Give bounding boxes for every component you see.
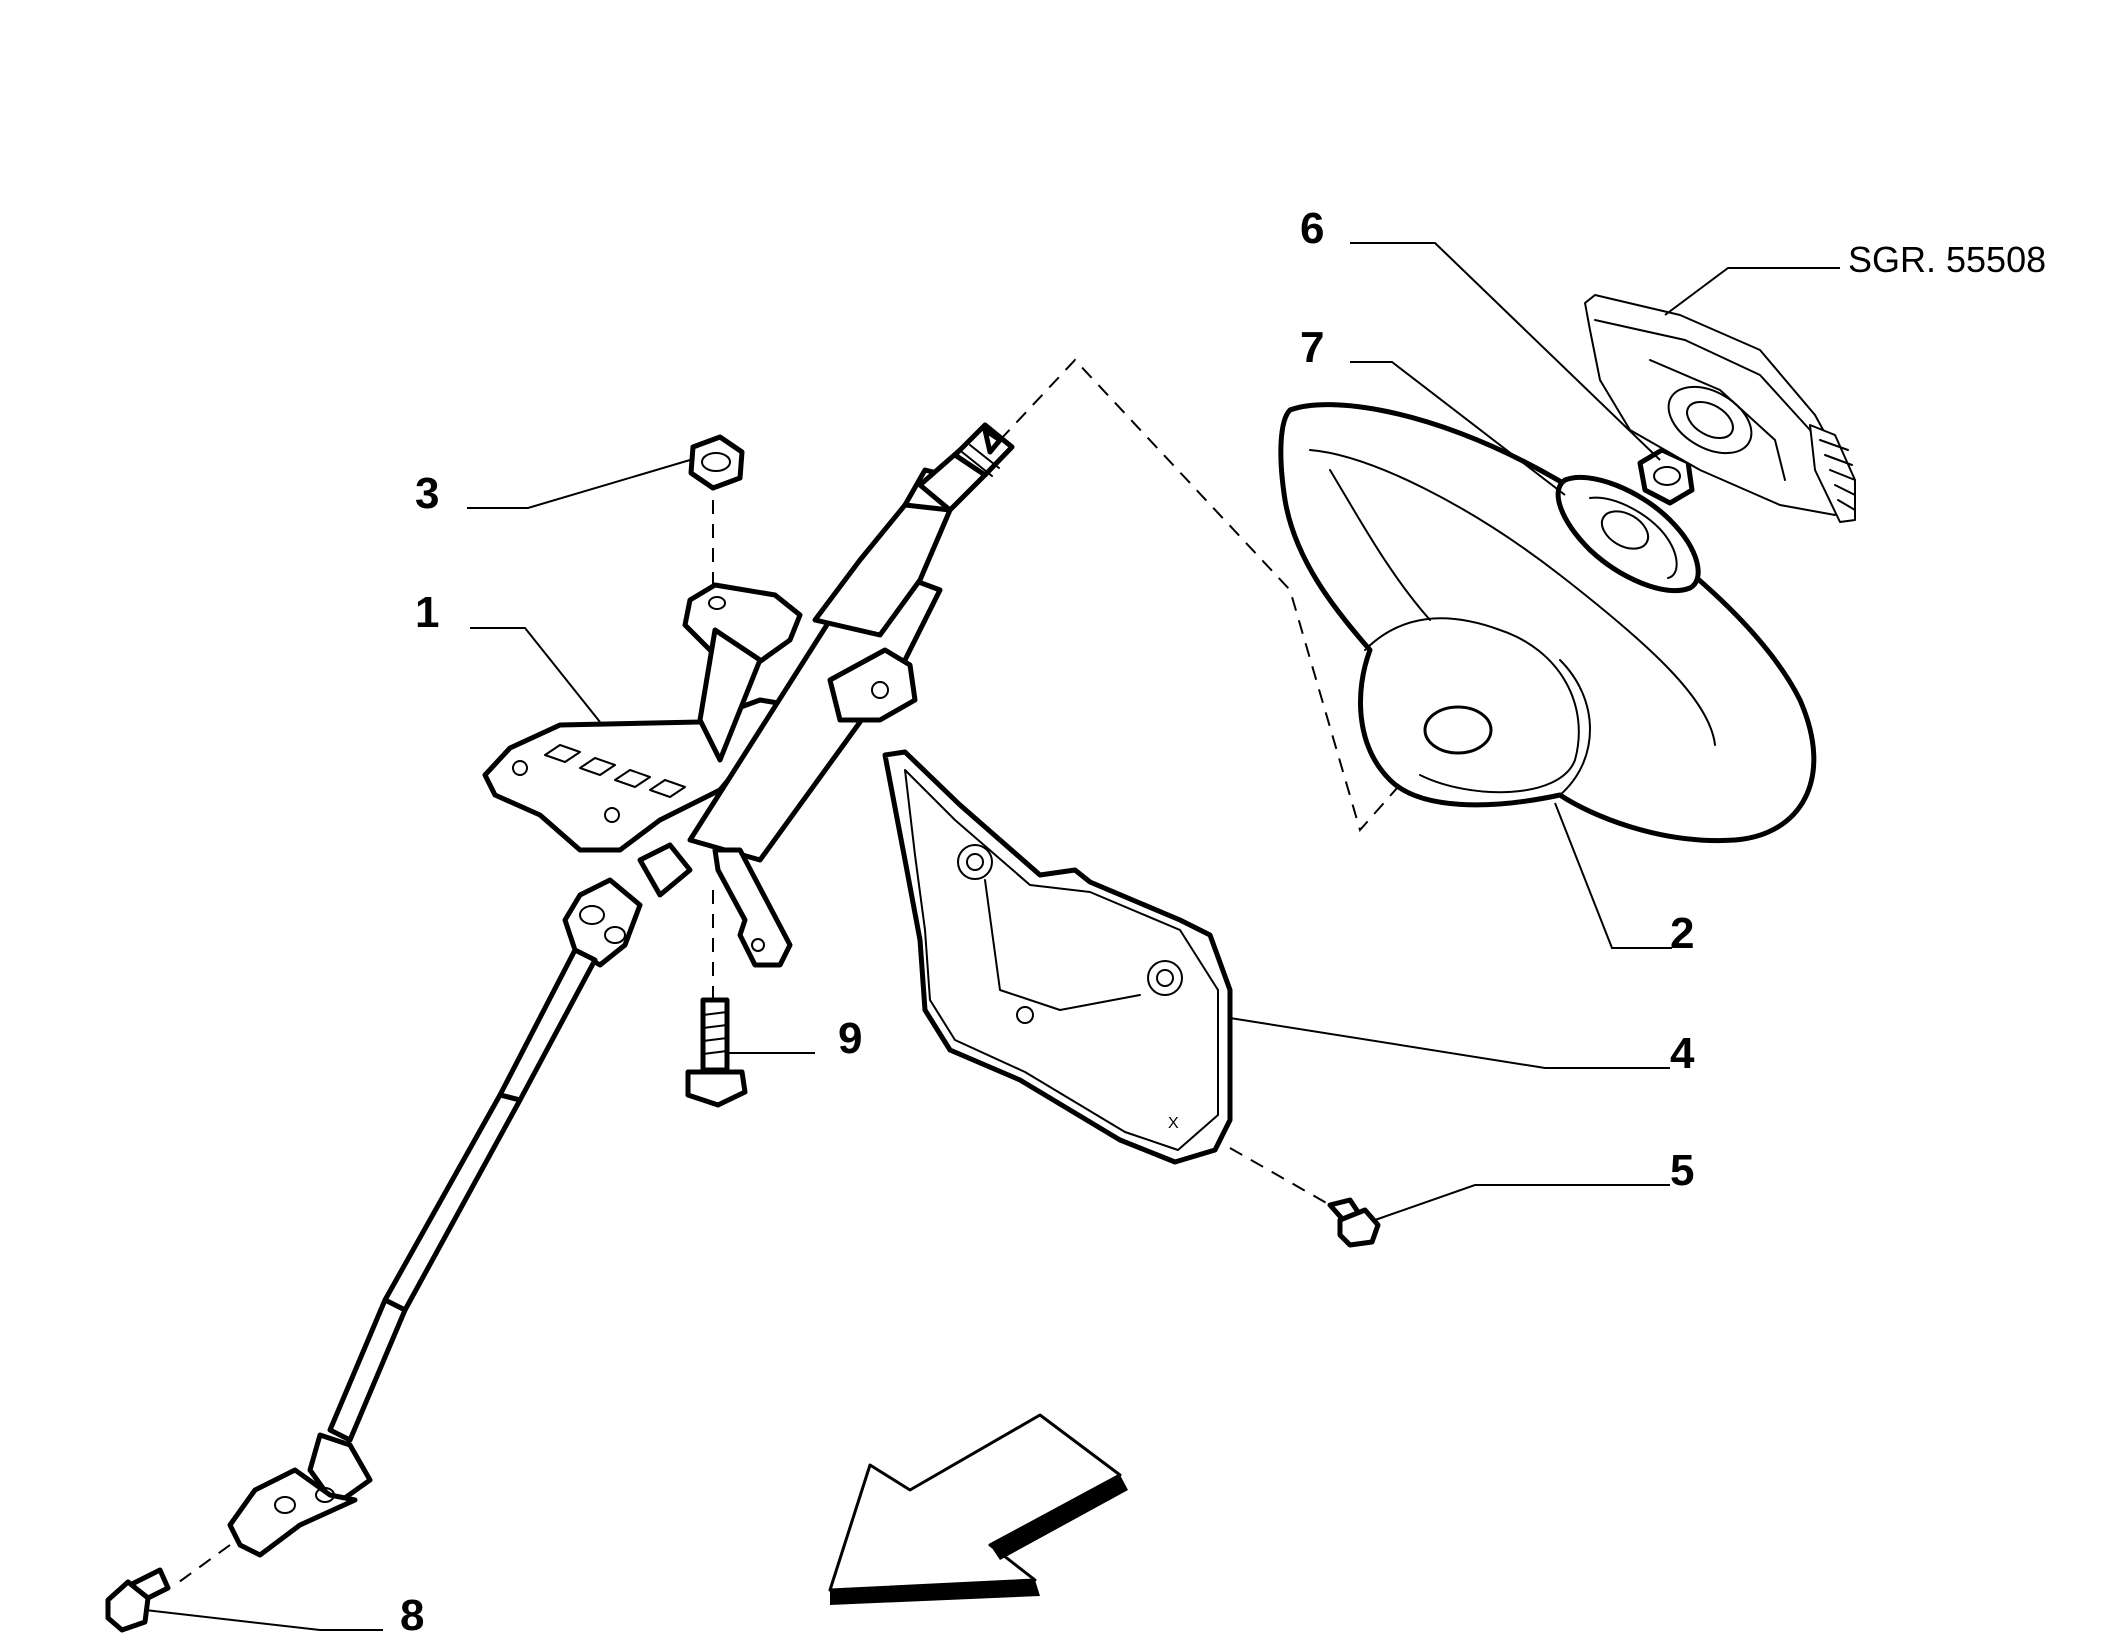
- washer-part: [1555, 474, 1701, 594]
- steering-column-part: [227, 422, 1015, 1558]
- column-cover-plate: X: [882, 749, 1233, 1165]
- reference-label: SGR. 55508: [1848, 239, 2046, 280]
- wheel-nut-part: [1637, 447, 1695, 506]
- callout-9: 9: [838, 1014, 862, 1063]
- airbag-module-part: [1584, 294, 1856, 523]
- callout-4: 4: [1670, 1029, 1695, 1078]
- nut-part: [688, 434, 745, 491]
- callout-2: 2: [1670, 909, 1694, 958]
- plate-mark: X: [1168, 1115, 1179, 1132]
- callout-3: 3: [415, 469, 439, 518]
- lower-bolt-part: [105, 1567, 171, 1633]
- callout-numbers: 1 2 3 4 5 6 7 8 9 SGR. 55508: [400, 204, 2046, 1640]
- callout-8: 8: [400, 1591, 424, 1640]
- bolt-part: [685, 997, 748, 1108]
- arrow-down-left-icon: [828, 1413, 1128, 1605]
- callout-7: 7: [1300, 323, 1324, 372]
- callout-5: 5: [1670, 1146, 1694, 1195]
- callout-6: 6: [1300, 204, 1324, 253]
- assembly-dashed-lines: [174, 358, 1436, 1586]
- screw-part: [1327, 1197, 1381, 1248]
- callout-1: 1: [415, 588, 439, 637]
- leader-lines: [144, 242, 1840, 1631]
